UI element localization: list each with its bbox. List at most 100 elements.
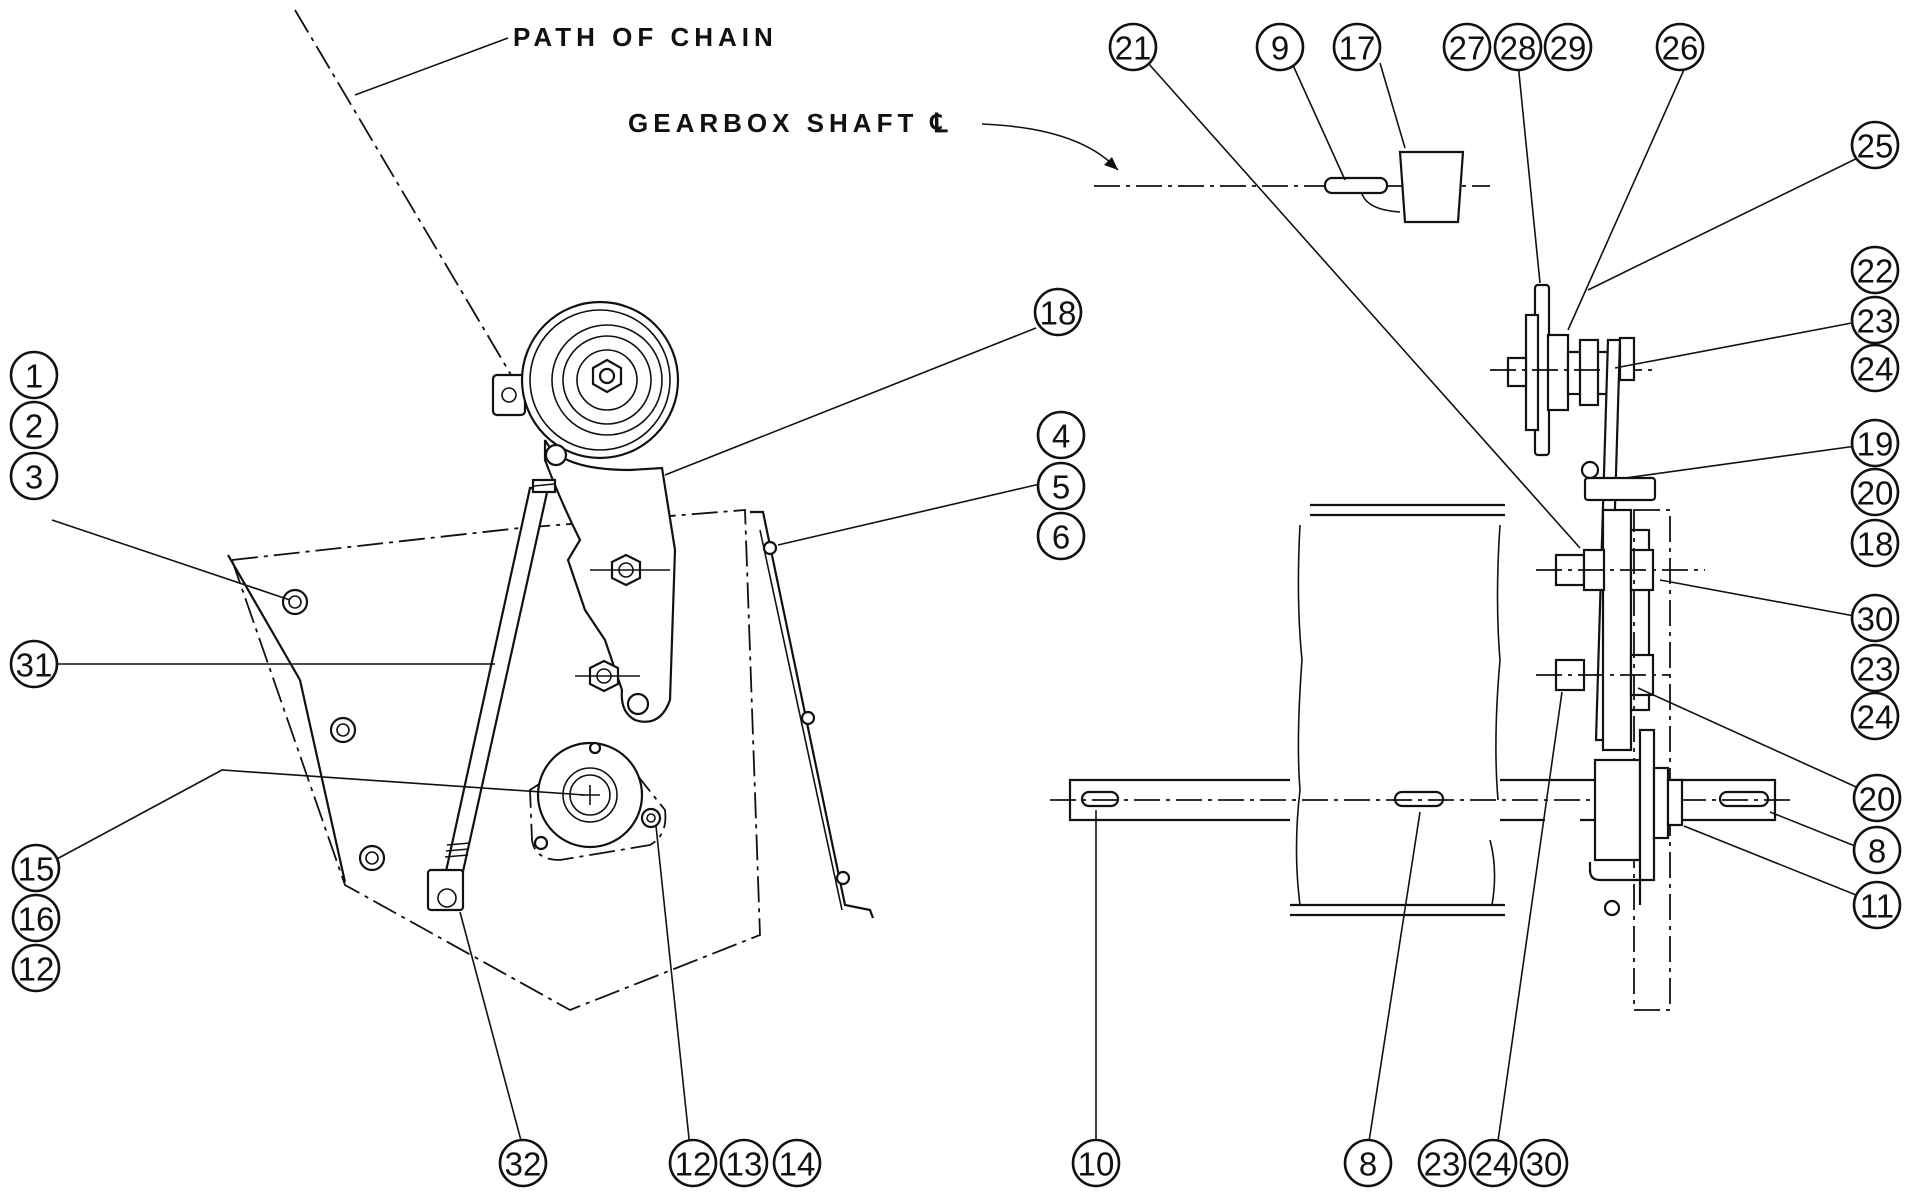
callout-number: 26 xyxy=(1662,30,1699,67)
bearing-edge-view xyxy=(1588,728,1684,917)
callout-number: 25 xyxy=(1857,128,1894,165)
plate-edge-lower xyxy=(298,679,347,883)
hub-leader-curve xyxy=(1361,193,1401,213)
plate-flange xyxy=(750,510,875,919)
gearbox-shaft-arrow xyxy=(1104,157,1118,170)
callout-c24c: 24 xyxy=(1468,1138,1518,1188)
spring-hook xyxy=(544,443,568,467)
leader-15-16-12 xyxy=(54,769,586,861)
callout-c12a: 12 xyxy=(11,943,61,993)
callout-c23a: 23 xyxy=(1850,295,1900,345)
tensioner-arm xyxy=(543,439,677,723)
callout-number: 16 xyxy=(18,901,55,938)
callout-number: 19 xyxy=(1857,426,1894,463)
callout-number: 20 xyxy=(1859,781,1896,818)
callout-c30b: 30 xyxy=(1519,1138,1569,1188)
callout-number: 23 xyxy=(1857,651,1894,688)
callout-c17: 17 xyxy=(1332,22,1382,72)
callout-number: 18 xyxy=(1857,526,1894,563)
leader-4-6 xyxy=(777,483,1041,546)
callout-c4: 4 xyxy=(1036,410,1086,460)
callout-c16: 16 xyxy=(11,893,61,943)
callout-c3: 3 xyxy=(9,451,59,501)
callout-c8a: 8 xyxy=(1852,825,1902,875)
callout-c23c: 23 xyxy=(1417,1138,1467,1188)
callout-c11: 11 xyxy=(1852,880,1902,930)
callout-c22: 22 xyxy=(1850,245,1900,295)
callout-number: 15 xyxy=(18,851,55,888)
callout-c29: 29 xyxy=(1543,22,1593,72)
plate-bolt xyxy=(358,844,386,872)
plate-bolt xyxy=(329,716,357,744)
path-of-chain-leader xyxy=(354,37,509,96)
callout-c12b: 12 xyxy=(668,1138,718,1188)
callout-c26: 26 xyxy=(1655,22,1705,72)
leader-1-3 xyxy=(51,519,291,601)
plate-flange-inner xyxy=(759,529,843,911)
upper-sprocket-assembly xyxy=(1490,283,1655,457)
leader-8-bottom xyxy=(1367,811,1421,1149)
callout-number: 24 xyxy=(1475,1146,1512,1183)
callout-number: 23 xyxy=(1424,1146,1461,1183)
callout-number: 29 xyxy=(1550,30,1587,67)
left-side-view: PATH OF CHAIN xyxy=(51,9,1041,1149)
callout-number: 10 xyxy=(1078,1146,1115,1183)
leader-32 xyxy=(459,911,524,1149)
leader-17 xyxy=(1379,62,1406,149)
leader-25 xyxy=(1587,147,1879,291)
leader-11 xyxy=(1683,825,1877,904)
leader-21 xyxy=(1147,62,1581,549)
callout-number: 12 xyxy=(18,951,55,988)
plate-bolt xyxy=(281,588,309,616)
callout-number: 21 xyxy=(1115,30,1152,67)
callout-c6: 6 xyxy=(1036,511,1086,561)
flange-bolt xyxy=(835,870,851,886)
callout-c9: 9 xyxy=(1255,22,1305,72)
plate-edge xyxy=(227,554,301,681)
arm-edge-view xyxy=(1536,336,1705,1011)
leader-9 xyxy=(1291,62,1346,181)
callout-number: 12 xyxy=(675,1146,712,1183)
callout-c30a: 30 xyxy=(1850,593,1900,643)
callout-c21: 21 xyxy=(1108,22,1158,72)
idler-sprocket xyxy=(491,300,680,460)
leader-19-20-18 xyxy=(1624,442,1879,479)
leader-20 xyxy=(1637,687,1877,797)
gearbox-shaft-label: GEARBOX SHAFT ℄ xyxy=(628,108,952,138)
callout-number: 3 xyxy=(25,459,43,496)
leader-26 xyxy=(1567,62,1688,331)
chain-path-line xyxy=(294,9,521,391)
callout-c24a: 24 xyxy=(1850,343,1900,393)
gearbox-housing xyxy=(1290,503,1505,917)
callout-number: 30 xyxy=(1857,601,1894,638)
flange-bolt xyxy=(762,540,778,556)
path-of-chain-label: PATH OF CHAIN xyxy=(513,22,778,52)
shaft-key xyxy=(1323,176,1389,195)
callout-c10: 10 xyxy=(1071,1138,1121,1188)
callout-number: 1 xyxy=(25,358,43,395)
callout-c5: 5 xyxy=(1036,461,1086,511)
callout-c27: 27 xyxy=(1442,22,1492,72)
callout-number: 18 xyxy=(1040,295,1077,332)
flange-bolt xyxy=(800,710,816,726)
callout-c1: 1 xyxy=(9,350,59,400)
callout-number: 32 xyxy=(505,1146,542,1183)
callout-number: 13 xyxy=(726,1146,763,1183)
right-edge-view: GEARBOX SHAFT ℄ xyxy=(628,62,1879,1149)
tension-spring-rod xyxy=(426,478,557,912)
callout-c28: 28 xyxy=(1493,22,1543,72)
callout-c15: 15 xyxy=(11,843,61,893)
callout-number: 11 xyxy=(1860,888,1894,925)
gearbox-plate-outline xyxy=(231,509,761,1011)
callout-c8b: 8 xyxy=(1343,1138,1393,1188)
callout-number: 14 xyxy=(779,1146,816,1183)
callout-c20b: 20 xyxy=(1852,773,1902,823)
callout-number: 31 xyxy=(16,647,53,684)
shaft-sprocket-hub xyxy=(1398,150,1465,224)
callout-number: 5 xyxy=(1052,469,1070,506)
callout-number: 28 xyxy=(1500,30,1537,67)
callout-number: 6 xyxy=(1052,519,1070,556)
callout-c24b: 24 xyxy=(1850,691,1900,741)
callout-number: 30 xyxy=(1526,1146,1563,1183)
